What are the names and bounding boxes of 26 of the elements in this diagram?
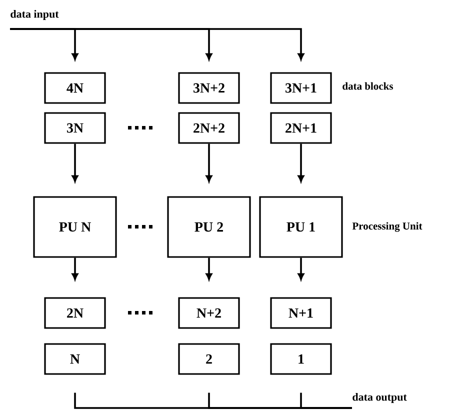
processing-unit-box: PU 2 — [167, 196, 251, 258]
data-block-box: 3N+1 — [270, 72, 332, 104]
data-block-box: 2 — [178, 343, 240, 375]
data-block-box: N — [44, 343, 106, 375]
data-block-box: 2N — [44, 297, 106, 329]
bus-label: data input — [10, 10, 59, 20]
arrow — [72, 258, 78, 280]
arrow — [206, 258, 212, 280]
row-label: data blocks — [342, 82, 393, 90]
processing-unit-box: PU 1 — [259, 196, 343, 258]
arrow — [206, 144, 212, 182]
data-block-box: N+1 — [270, 297, 332, 329]
bus-label: data output — [352, 393, 407, 403]
data-block-box: 2N+1 — [270, 112, 332, 144]
arrow — [298, 144, 304, 182]
data-block-box: 3N+2 — [178, 72, 240, 104]
data-block-box: 4N — [44, 72, 106, 104]
arrow — [298, 258, 304, 280]
row-label: Processing Unit — [352, 222, 422, 232]
arrow — [72, 144, 78, 182]
arrow — [10, 28, 304, 60]
data-block-box: N+2 — [178, 297, 240, 329]
data-block-box: 3N — [44, 112, 106, 144]
data-block-box: 2N+2 — [178, 112, 240, 144]
data-block-box: 1 — [270, 343, 332, 375]
processing-unit-box: PU N — [33, 196, 117, 258]
